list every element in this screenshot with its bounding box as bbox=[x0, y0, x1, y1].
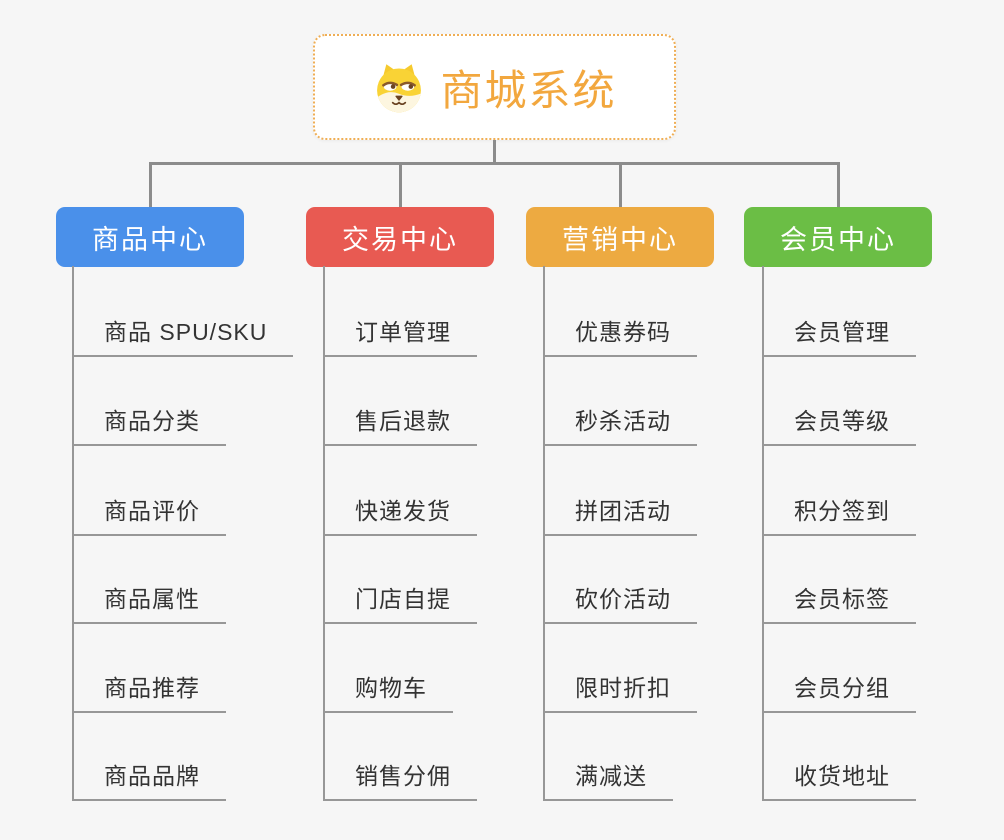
branch-drop-connector bbox=[149, 162, 152, 208]
child-node[interactable]: 购物车 bbox=[323, 673, 453, 713]
branch-bus-connector bbox=[149, 162, 839, 165]
child-node[interactable]: 商品属性 bbox=[72, 584, 226, 624]
child-node[interactable]: 优惠券码 bbox=[543, 317, 697, 357]
child-node[interactable]: 会员分组 bbox=[762, 673, 916, 713]
root-node[interactable]: 商城系统 bbox=[313, 34, 676, 140]
branch-drop-connector bbox=[399, 162, 402, 208]
child-node[interactable]: 快递发货 bbox=[323, 496, 477, 536]
child-node[interactable]: 销售分佣 bbox=[323, 761, 477, 801]
child-node[interactable]: 商品评价 bbox=[72, 496, 226, 536]
child-node[interactable]: 商品 SPU/SKU bbox=[72, 317, 294, 357]
branch-label: 商品中心 bbox=[92, 224, 208, 255]
child-node[interactable]: 秒杀活动 bbox=[543, 406, 697, 446]
branch-label: 营销中心 bbox=[562, 224, 678, 255]
child-node[interactable]: 门店自提 bbox=[323, 584, 477, 624]
dog-face-icon bbox=[377, 64, 422, 113]
branch-node[interactable]: 营销中心 bbox=[526, 207, 714, 267]
child-node[interactable]: 砍价活动 bbox=[543, 584, 697, 624]
child-node[interactable]: 满减送 bbox=[543, 761, 673, 801]
child-node[interactable]: 订单管理 bbox=[323, 317, 477, 357]
child-node[interactable]: 商品推荐 bbox=[72, 673, 226, 713]
branch-node[interactable]: 商品中心 bbox=[56, 207, 244, 267]
child-node[interactable]: 积分签到 bbox=[762, 496, 916, 536]
child-node[interactable]: 售后退款 bbox=[323, 406, 477, 446]
child-node[interactable]: 会员管理 bbox=[762, 317, 916, 357]
root-title: 商城系统 bbox=[440, 66, 617, 114]
branch-trunk-connector bbox=[323, 266, 325, 800]
branch-trunk-connector bbox=[72, 266, 74, 800]
root-stem-connector bbox=[493, 140, 496, 164]
branch-node[interactable]: 会员中心 bbox=[744, 207, 932, 267]
child-node[interactable]: 限时折扣 bbox=[543, 673, 697, 713]
branch-label: 会员中心 bbox=[780, 224, 896, 255]
branch-label: 交易中心 bbox=[342, 224, 458, 255]
branch-trunk-connector bbox=[543, 266, 545, 800]
child-node[interactable]: 商品分类 bbox=[72, 406, 226, 446]
branch-drop-connector bbox=[619, 162, 622, 208]
branch-trunk-connector bbox=[762, 266, 764, 800]
child-node[interactable]: 会员标签 bbox=[762, 584, 916, 624]
child-node[interactable]: 收货地址 bbox=[762, 761, 916, 801]
child-node[interactable]: 商品品牌 bbox=[72, 761, 226, 801]
branch-drop-connector bbox=[837, 162, 840, 208]
child-node[interactable]: 拼团活动 bbox=[543, 496, 697, 536]
branch-node[interactable]: 交易中心 bbox=[306, 207, 494, 267]
child-node[interactable]: 会员等级 bbox=[762, 406, 916, 446]
